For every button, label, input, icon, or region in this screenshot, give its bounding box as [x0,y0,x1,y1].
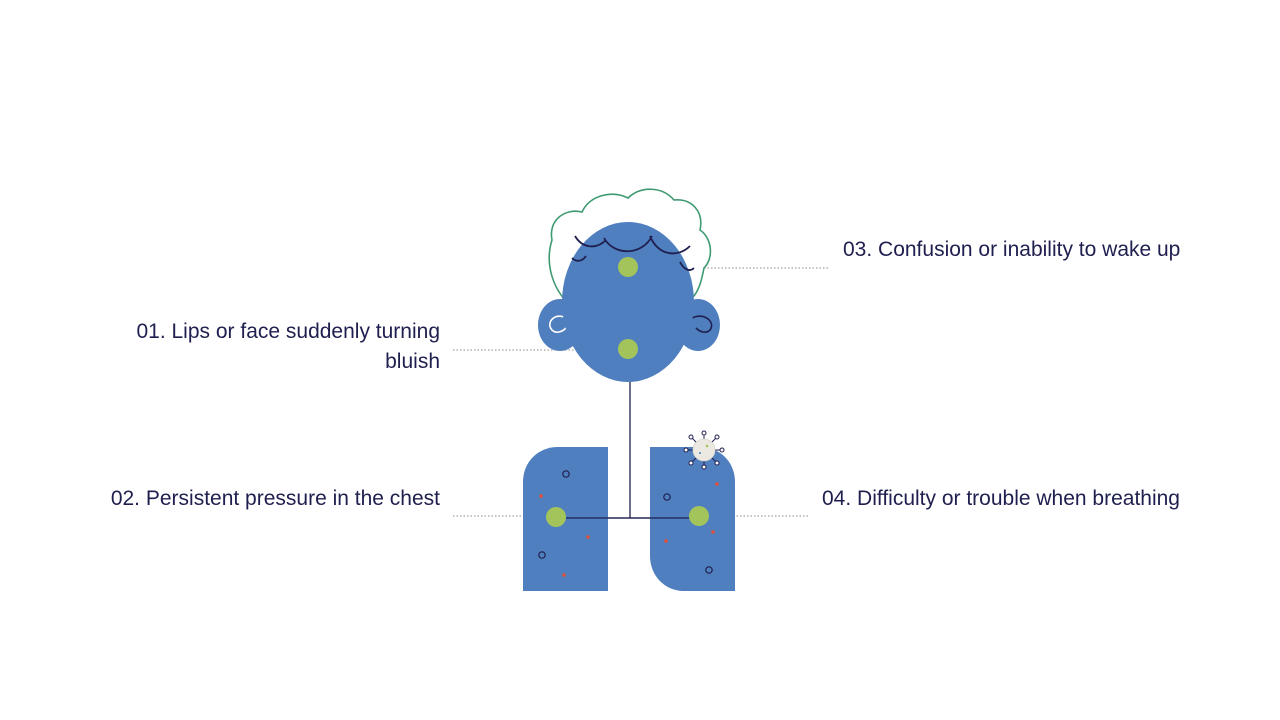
left-ear-swirl [549,315,567,333]
symptom-label-04: 04. Difficulty or trouble when breathing [822,487,1180,510]
lung-spots-red [539,482,719,577]
marker-confusion [618,257,638,277]
symptom-label-01: 01. Lips or face suddenly turning bluish [136,320,440,373]
symptom-markers [546,257,709,527]
marker-breathing [689,506,709,526]
virus-icon [683,430,725,470]
marker-lips [618,339,638,359]
hair-curls [571,235,695,271]
symptom-label-03: 03. Confusion or inability to wake up [843,238,1181,261]
symptom-label-02: 02. Persistent pressure in the chest [110,487,440,510]
head-icon [562,222,694,382]
lung-spots-open [538,470,713,574]
right-ear-swirl [691,315,713,333]
marker-chest [546,507,566,527]
